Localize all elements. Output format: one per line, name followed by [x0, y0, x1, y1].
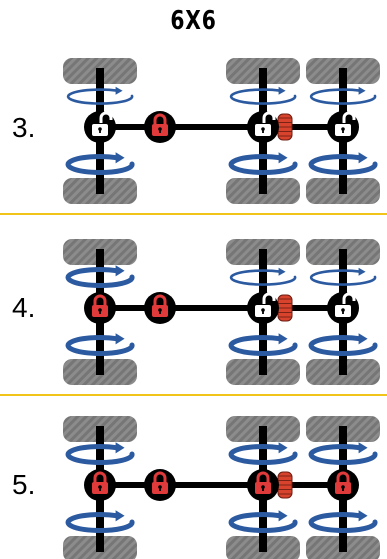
- config-3: [0, 58, 387, 215]
- config-4: [0, 239, 387, 396]
- rotation-arrow-bottom-2: [308, 510, 378, 533]
- lock-locked-icon: [144, 292, 176, 324]
- rotation-arrow-top-1: [228, 442, 298, 465]
- lock-unlocked-icon: [327, 292, 359, 324]
- config-5: [63, 416, 380, 559]
- rotation-arrow-top-0: [65, 265, 135, 288]
- rotation-arrow-bottom-1: [228, 333, 298, 356]
- lock-unlocked-icon: [84, 111, 116, 143]
- rotation-arrow-top-2: [309, 267, 377, 286]
- drive-coupler: [277, 294, 293, 322]
- driveshaft: [100, 124, 343, 130]
- rotation-arrow-bottom-1: [228, 152, 298, 175]
- rotation-arrow-bottom-0: [65, 333, 135, 356]
- rotation-arrow-bottom-0: [65, 152, 135, 175]
- config-label-3: 3.: [12, 112, 36, 143]
- lock-locked-icon: [327, 469, 359, 501]
- config-label-4: 4.: [12, 292, 36, 323]
- lock-unlocked-icon: [247, 292, 279, 324]
- lock-locked-icon: [84, 292, 116, 324]
- rotation-arrow-top-1: [229, 86, 297, 105]
- lock-unlocked-icon: [327, 111, 359, 143]
- rotation-arrow-bottom-1: [228, 510, 298, 533]
- drive-coupler: [277, 113, 293, 141]
- lock-unlocked-icon: [247, 111, 279, 143]
- rotation-arrow-top-0: [66, 86, 134, 105]
- rotation-arrow-bottom-0: [65, 510, 135, 533]
- rotation-arrow-top-2: [308, 442, 378, 465]
- lock-locked-icon: [144, 111, 176, 143]
- driveshaft: [100, 305, 343, 311]
- rotation-arrow-bottom-2: [308, 152, 378, 175]
- rotation-arrow-top-0: [65, 442, 135, 465]
- driveshaft: [100, 482, 343, 488]
- lock-locked-icon: [247, 469, 279, 501]
- diagram-title: 6X6: [170, 6, 217, 36]
- rotation-arrow-top-2: [309, 86, 377, 105]
- lock-locked-icon: [144, 469, 176, 501]
- config-label-5: 5.: [12, 469, 36, 500]
- section-divider: [0, 213, 387, 215]
- rotation-arrow-bottom-2: [308, 333, 378, 356]
- lock-locked-icon: [84, 469, 116, 501]
- drive-coupler: [277, 471, 293, 499]
- rotation-arrow-top-1: [229, 267, 297, 286]
- section-divider: [0, 394, 387, 396]
